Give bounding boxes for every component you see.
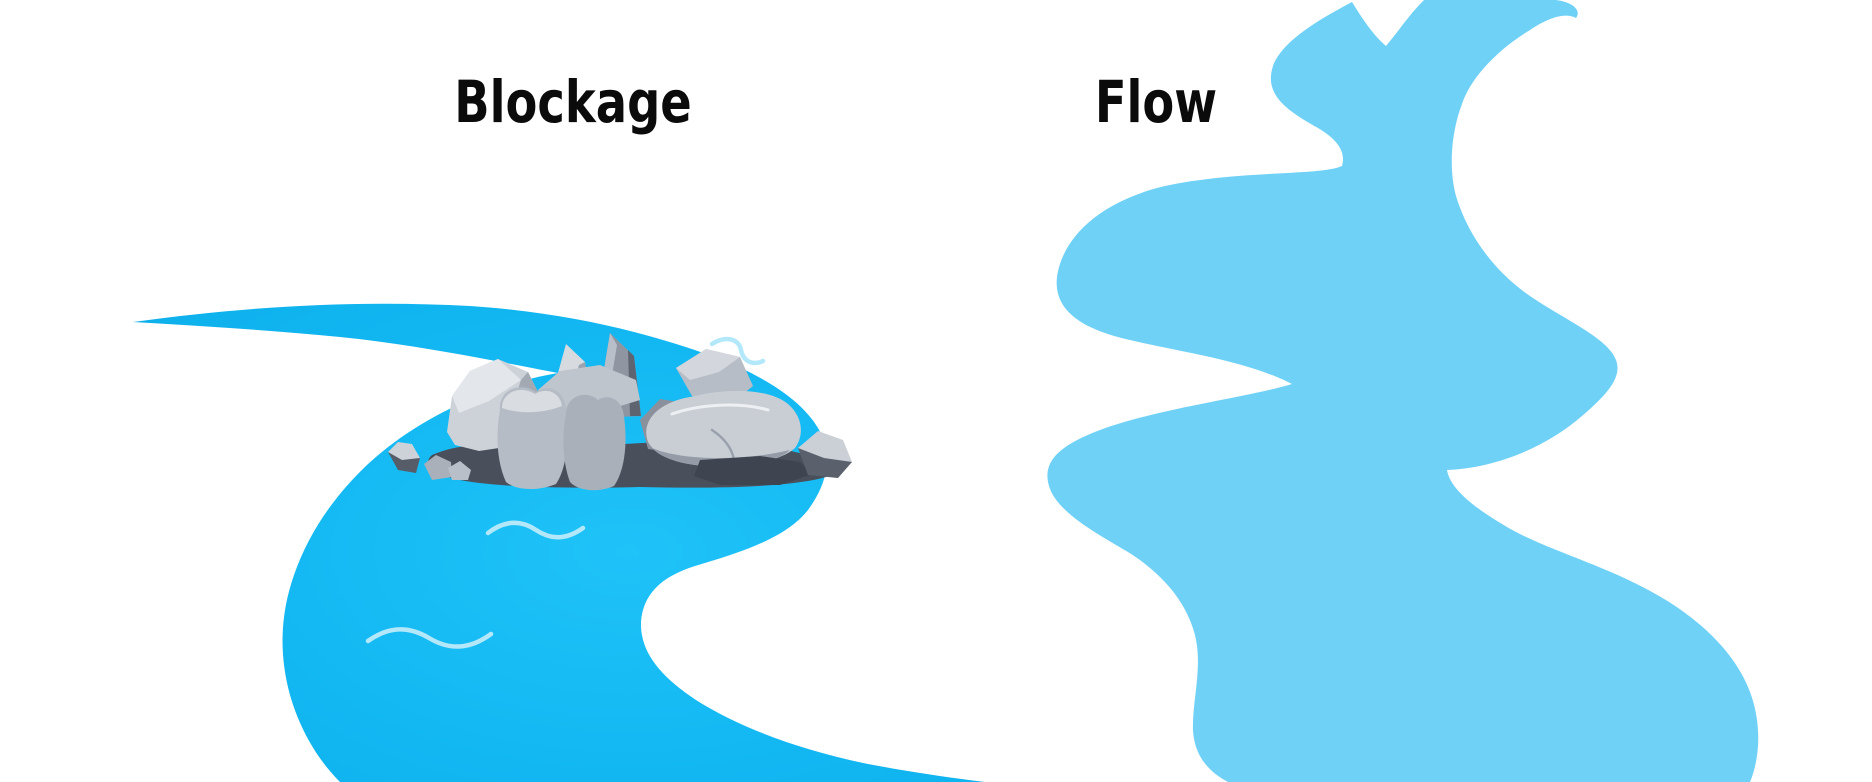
flow-river-illustration: [1047, 0, 1759, 782]
rock-round-1-top: [502, 390, 562, 413]
rock-boulder-left-top: [452, 359, 521, 413]
flow-label: Flow: [1094, 68, 1218, 136]
blocked-river-illustration: [133, 303, 985, 782]
rock-small-left: [388, 442, 420, 460]
ripple-icon: [485, 520, 586, 540]
ripple-icon: [709, 336, 766, 366]
rock-right-shadow: [694, 456, 813, 485]
rocks-blockage-illustration: [388, 333, 852, 491]
rock-small-pair: [424, 455, 452, 480]
rock-upper-right-top: [676, 349, 740, 380]
rock-small-pair-2: [448, 461, 471, 480]
rock-far-right-dark: [798, 448, 852, 478]
water-ripple-marks: [365, 336, 766, 649]
rock-round-2: [563, 394, 626, 491]
flow-river-water: [1047, 0, 1759, 782]
rock-round-1: [497, 387, 568, 490]
ripple-icon: [365, 627, 494, 649]
rock-slab-right-streak: [670, 403, 770, 416]
blockage-label: Blockage: [454, 68, 692, 136]
rock-slab-right-crack: [710, 428, 736, 462]
rock-far-right: [798, 431, 852, 462]
